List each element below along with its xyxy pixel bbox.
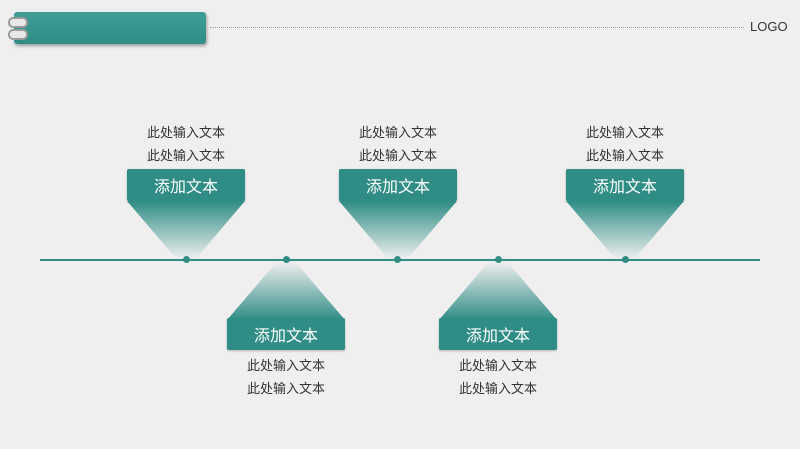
logo: LOGO xyxy=(750,19,788,34)
card-label: 添加文本 xyxy=(339,169,457,201)
card-label: 添加文本 xyxy=(227,318,345,350)
description-line: 此处输入文本 xyxy=(358,149,437,164)
card-description: 此处输入文本 此处输入文本 xyxy=(428,355,568,401)
timeline-node xyxy=(394,256,401,263)
connector-fan xyxy=(439,262,557,320)
description-line: 此处输入文本 xyxy=(585,126,664,141)
connector-fan xyxy=(339,201,457,259)
description-line: 此处输入文本 xyxy=(246,382,325,397)
description-line: 此处输入文本 xyxy=(585,149,664,164)
card-description: 此处输入文本 此处输入文本 xyxy=(216,355,356,401)
description-line: 此处输入文本 xyxy=(146,126,225,141)
description-line: 此处输入文本 xyxy=(358,126,437,141)
card-label: 添加文本 xyxy=(439,318,557,350)
binder-ring-icon xyxy=(8,17,28,28)
description-line: 此处输入文本 xyxy=(246,359,325,374)
card-description: 此处输入文本 此处输入文本 xyxy=(328,122,468,168)
connector-fan xyxy=(566,201,684,259)
header-tab xyxy=(14,12,206,44)
description-line: 此处输入文本 xyxy=(458,359,537,374)
timeline-node xyxy=(183,256,190,263)
connector-fan xyxy=(227,262,345,320)
connector-fan xyxy=(127,201,245,259)
header-divider xyxy=(210,27,744,28)
description-line: 此处输入文本 xyxy=(146,149,225,164)
timeline-node xyxy=(283,256,290,263)
binder-ring-icon xyxy=(8,29,28,40)
timeline-node xyxy=(622,256,629,263)
card-label: 添加文本 xyxy=(566,169,684,201)
card-description: 此处输入文本 此处输入文本 xyxy=(555,122,695,168)
card-label: 添加文本 xyxy=(127,169,245,201)
card-description: 此处输入文本 此处输入文本 xyxy=(116,122,256,168)
description-line: 此处输入文本 xyxy=(458,382,537,397)
timeline-node xyxy=(495,256,502,263)
